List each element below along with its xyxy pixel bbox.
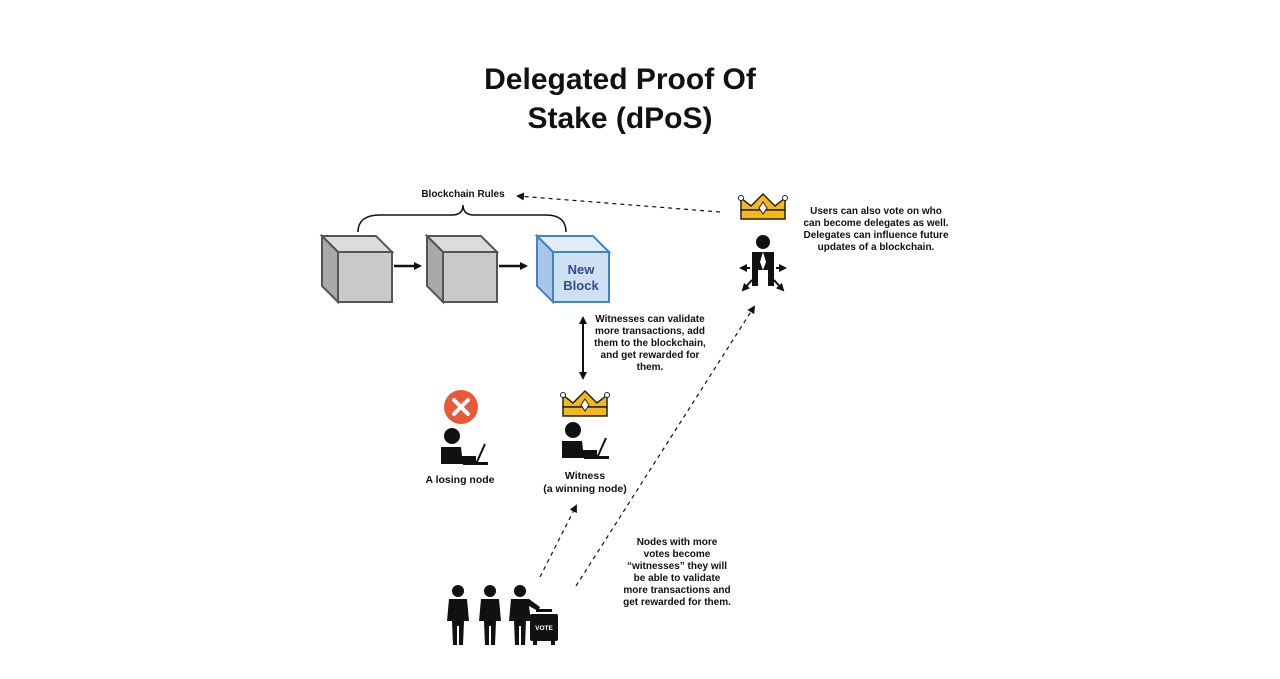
voters-note-line-5: more transactions and	[623, 585, 730, 596]
losing-node-label: A losing node	[425, 474, 494, 486]
voters-note-line-4: be able to validate	[634, 573, 721, 584]
page-title-line1: Delegated Proof Of	[484, 63, 757, 96]
losing-node: A losing node	[425, 390, 495, 486]
witness-note: Witnesses can validate more transactions…	[594, 314, 706, 373]
witness-crown-icon	[560, 389, 610, 417]
voters-to-witness-arrow	[539, 504, 577, 578]
voter-icon	[509, 585, 540, 645]
voters-note: Nodes with more votes become “witnesses”…	[623, 537, 731, 608]
ballot-box-label: VOTE	[535, 625, 553, 632]
cross-icon	[444, 390, 478, 424]
voters-note-line-1: Nodes with more	[637, 537, 718, 548]
voters-note-line-3: “witnesses” they will	[627, 561, 727, 572]
new-block-label-line2: Block	[563, 278, 599, 293]
voters-note-line-2: votes become	[644, 549, 711, 560]
witness-label-line1: Witness	[565, 470, 605, 482]
witness-note-line-4: and get rewarded for	[601, 350, 700, 361]
delegate-to-rules-arrow	[516, 192, 721, 213]
person-laptop-icon	[441, 428, 488, 465]
block-1	[319, 233, 395, 305]
witness-note-line-1: Witnesses can validate	[595, 314, 705, 325]
delegate-note-line-3: Delegates can influence future	[803, 230, 948, 241]
ballot-box-icon: VOTE	[530, 609, 558, 645]
witness-note-line-5: them.	[637, 362, 664, 373]
rules-brace	[357, 204, 567, 233]
voters-note-line-6: get rewarded for them.	[623, 597, 731, 608]
voters-group: VOTE	[447, 585, 558, 645]
new-block-label-line1: New	[568, 262, 596, 277]
delegate-note-line-1: Users can also vote on who	[810, 206, 942, 217]
witness-person-laptop-icon	[562, 422, 609, 459]
delegate-note: Users can also vote on who can become de…	[803, 206, 948, 253]
voter-icon	[479, 585, 501, 645]
voter-icon	[447, 585, 469, 645]
block-2	[424, 233, 500, 305]
delegate-person-icon	[739, 235, 787, 292]
new-block: New Block	[534, 233, 612, 305]
delegate-note-line-4: updates of a blockchain.	[818, 242, 935, 253]
voters-to-delegate-arrow	[575, 305, 756, 587]
delegate-note-line-2: can become delegates as well.	[803, 218, 948, 229]
page-title-line2: Stake (dPoS)	[527, 102, 712, 135]
witness-node: Witness (a winning node)	[543, 389, 627, 495]
blockchain-rules-label: Blockchain Rules	[421, 189, 505, 200]
witness-label-line2: (a winning node)	[543, 483, 626, 495]
delegate-crown-icon	[738, 192, 788, 220]
witness-note-line-2: more transactions, add	[595, 326, 705, 337]
witness-note-line-3: them to the blockchain,	[594, 338, 706, 349]
